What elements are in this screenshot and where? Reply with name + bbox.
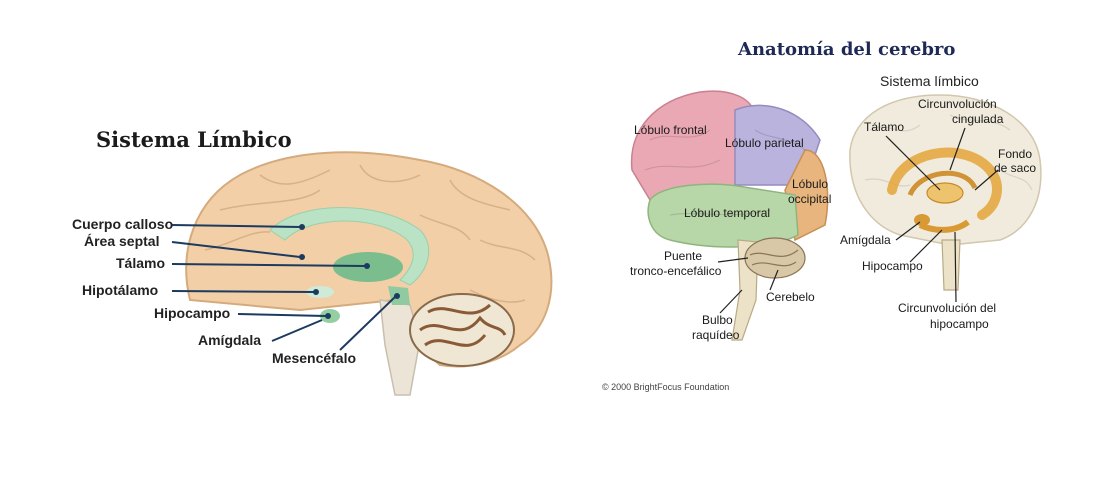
label-circ-hipocampo: Circunvolución del hipocampo	[898, 231, 996, 331]
svg-text:Tálamo: Tálamo	[116, 255, 165, 271]
label-mesencefalo: Mesencéfalo	[272, 293, 400, 366]
svg-text:Amígdala: Amígdala	[198, 332, 261, 348]
label-amigdala-right: Amígdala	[840, 221, 921, 247]
label-lobulo-frontal: Lóbulo frontal	[634, 123, 707, 137]
label-lobulo-occipital-2: occipital	[788, 192, 831, 206]
svg-text:raquídeo: raquídeo	[692, 328, 740, 342]
thalamus-right-shape	[926, 182, 964, 204]
label-amigdala: Amígdala	[198, 319, 323, 348]
cerebellum-right-shape	[744, 237, 806, 279]
svg-text:Hipocampo: Hipocampo	[154, 305, 230, 321]
hippocampus-right-shape	[918, 219, 970, 233]
label-cuerpo-calloso: Cuerpo calloso	[72, 216, 305, 232]
label-area-septal: Área septal	[84, 233, 305, 260]
label-lobulo-parietal: Lóbulo parietal	[725, 136, 804, 150]
label-puente: Puente tronco-encefálico	[630, 249, 749, 278]
svg-text:Circunvolución: Circunvolución	[918, 97, 997, 111]
svg-text:cingulada: cingulada	[952, 112, 1004, 126]
svg-text:Mesencéfalo: Mesencéfalo	[272, 350, 356, 366]
lateral-brain	[630, 90, 829, 341]
corpus-callosum-shape	[269, 207, 430, 286]
svg-text:de saco: de saco	[994, 161, 1036, 175]
svg-text:hipocampo: hipocampo	[930, 317, 989, 331]
svg-text:Fondo: Fondo	[998, 147, 1032, 161]
label-hipocampo-right: Hipocampo	[862, 229, 943, 273]
svg-text:Cerebelo: Cerebelo	[766, 290, 815, 304]
svg-text:Puente: Puente	[664, 249, 702, 263]
svg-text:Hipocampo: Hipocampo	[862, 259, 923, 273]
svg-text:Tálamo: Tálamo	[864, 120, 904, 134]
svg-text:Hipotálamo: Hipotálamo	[82, 282, 158, 298]
right-title: Anatomía del cerebro	[737, 39, 955, 60]
brain-gyri	[204, 164, 536, 303]
label-talamo-right: Tálamo	[864, 120, 941, 191]
label-bulbo: Bulbo raquídeo	[692, 289, 743, 342]
right-subtitle: Sistema límbico	[880, 73, 979, 89]
left-diagram-panel: Sistema Límbico	[72, 127, 553, 396]
label-lobulo-temporal: Lóbulo temporal	[684, 206, 770, 220]
label-hipocampo: Hipocampo	[154, 305, 331, 321]
svg-text:Bulbo: Bulbo	[702, 313, 733, 327]
label-talamo: Tálamo	[116, 255, 370, 271]
right-diagram-panel: Anatomía del cerebro Lóbulo frontal Lóbu…	[570, 0, 1120, 499]
sistema-limbico-diagram: Sistema Límbico	[72, 127, 553, 396]
label-cerebelo: Cerebelo	[766, 269, 815, 304]
label-lobulo-occipital-1: Lóbulo	[792, 177, 828, 191]
label-hipotalamo: Hipotálamo	[82, 282, 319, 298]
limbic-brain	[849, 94, 1042, 291]
svg-text:Cuerpo calloso: Cuerpo calloso	[72, 216, 173, 232]
left-title: Sistema Límbico	[96, 127, 292, 152]
hypothalamus-shape	[306, 286, 334, 298]
anatomia-cerebro-diagram: Anatomía del cerebro Lóbulo frontal Lóbu…	[602, 39, 1042, 392]
svg-text:Circunvolución del: Circunvolución del	[898, 301, 996, 315]
svg-text:Área septal: Área septal	[84, 233, 159, 249]
label-circ-cingulada: Circunvolución cingulada	[918, 97, 1004, 171]
svg-text:Amígdala: Amígdala	[840, 233, 891, 247]
cingulate-arc	[887, 147, 1002, 220]
svg-text:tronco-encefálico: tronco-encefálico	[630, 264, 722, 278]
fornix-arc	[907, 170, 978, 197]
label-fondo-saco: Fondo de saco	[974, 147, 1036, 191]
copyright-notice: © 2000 BrightFocus Foundation	[602, 382, 729, 392]
cerebellum-shape	[409, 293, 515, 367]
